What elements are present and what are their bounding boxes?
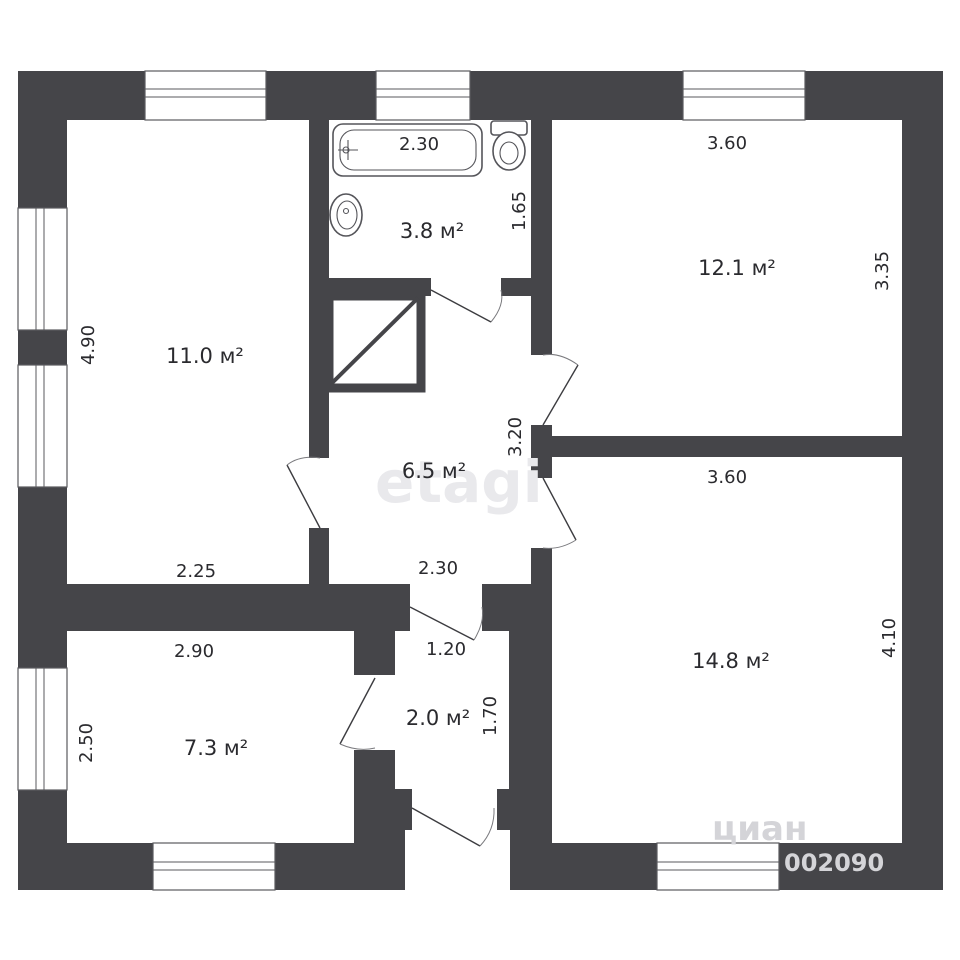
dim-hall-height: 3.20 (505, 417, 526, 457)
dim-vestibule-height: 1.70 (480, 696, 501, 736)
cian-watermark: циан (712, 809, 807, 849)
door-openings (307, 278, 554, 832)
dim-bottom-left-width: 2.90 (174, 641, 214, 662)
dim-bottom-right-height: 4.10 (879, 618, 900, 658)
door-leaf-vestibule-top (409, 606, 475, 641)
gap-vestibule-top-door (410, 582, 482, 633)
dim-hall-width: 2.30 (418, 558, 458, 579)
door-arc-bottom-right (542, 539, 577, 549)
area-hall: 6.5 м² (402, 459, 466, 483)
window-bottom-left (152, 842, 276, 891)
gap-left-room-door (307, 458, 331, 528)
door-arc-bath (490, 289, 503, 323)
floor-top-right (552, 120, 902, 436)
dim-bathroom-width: 2.30 (399, 134, 439, 155)
windows (17, 70, 806, 891)
bathroom-fixtures (329, 120, 528, 237)
toilet-icon (490, 120, 528, 171)
door-leaf-bottom-left (339, 677, 376, 745)
floor-hall (329, 296, 531, 584)
floor-left-room (67, 120, 309, 584)
sink-icon (329, 193, 363, 237)
dim-bathroom-height: 1.65 (509, 191, 530, 231)
window-left-lower (17, 364, 68, 488)
area-bottom-right: 14.8 м² (692, 649, 770, 673)
etagi-watermark: etagi (375, 448, 543, 516)
window-top-bath (375, 70, 471, 121)
window-bottom-left-side (17, 667, 68, 791)
door-arc-vestibule-top (473, 606, 484, 641)
area-vestibule: 2.0 м² (406, 706, 470, 730)
dim-top-right-width: 3.60 (707, 133, 747, 154)
area-top-right: 12.1 м² (698, 256, 776, 280)
dim-left-room-height: 4.90 (78, 325, 99, 365)
labels: 11.0 м² 2.25 4.90 2.30 3.8 м² 1.65 3.60 … (76, 133, 900, 763)
area-bathroom: 3.8 м² (400, 219, 464, 243)
window-bottom-right (656, 842, 780, 891)
gap-bottom-left-door (352, 675, 397, 750)
door-arc-entrance (479, 807, 495, 847)
dim-top-right-height: 3.35 (872, 251, 893, 291)
gap-bath-door (431, 278, 501, 298)
dim-bottom-right-width: 3.60 (707, 467, 747, 488)
floor-bottom-left (67, 631, 354, 843)
window-left-upper (17, 207, 68, 331)
door-leaf-bottom-right (542, 477, 577, 541)
door-leaf-left-room (286, 464, 321, 529)
gap-top-right-door (531, 355, 554, 425)
dim-bottom-left-height: 2.50 (76, 723, 97, 763)
gap-bottom-right-door (531, 478, 554, 548)
cian-id-watermark: 002090 (784, 849, 884, 877)
door-swings (286, 289, 579, 847)
area-left-room: 11.0 м² (166, 344, 244, 368)
area-bottom-left: 7.3 м² (184, 736, 248, 760)
floor-bottom-right (552, 457, 902, 843)
wardrobe-diagonal (330, 296, 420, 385)
window-top-left (144, 70, 267, 121)
watermarks: etagi циан 002090 (375, 448, 884, 877)
door-arc-top-right (542, 354, 579, 366)
door-leaf-top-right (542, 364, 579, 426)
door-arc-bottom-left (339, 743, 376, 750)
dim-left-room-width: 2.25 (176, 561, 216, 582)
gap-entrance-door (412, 787, 497, 832)
floor-vestibule (395, 631, 509, 789)
bathtub-icon (332, 123, 483, 177)
window-top-right (682, 70, 806, 121)
door-leaf-bath (430, 289, 492, 323)
entrance-notch (405, 830, 510, 890)
door-arc-left-room (286, 456, 321, 466)
dim-vestibule-width: 1.20 (426, 639, 466, 660)
wardrobe-outline (324, 291, 426, 393)
door-leaf-entrance (411, 807, 481, 847)
